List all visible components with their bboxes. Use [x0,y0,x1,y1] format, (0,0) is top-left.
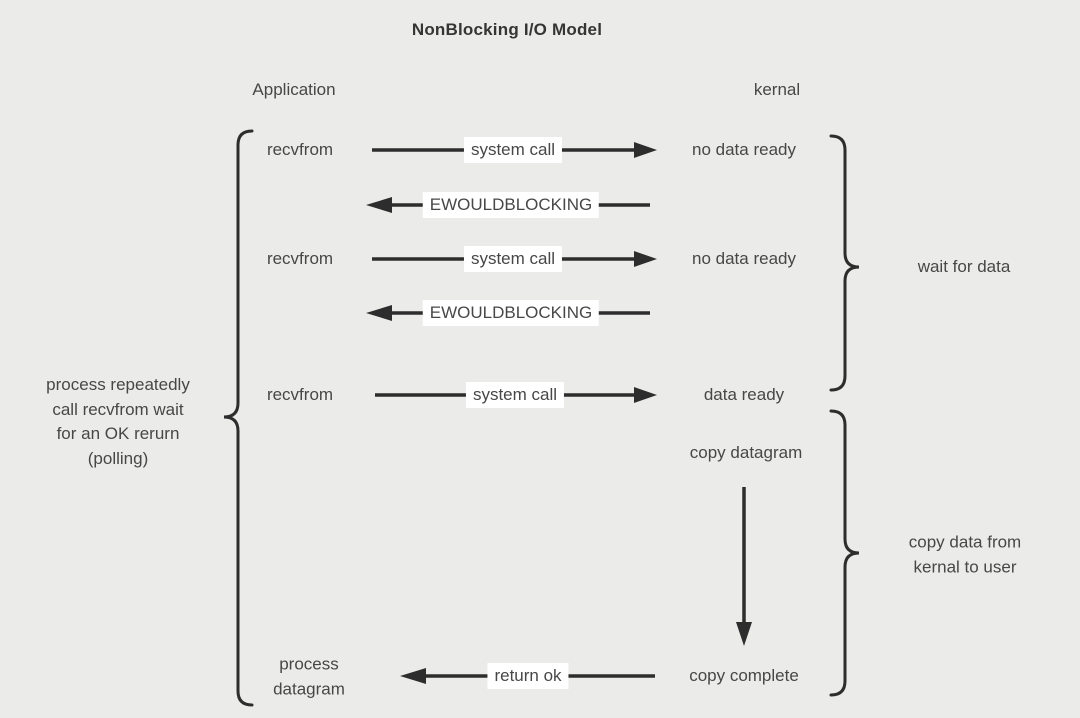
system-call-label-3: system call [465,382,565,408]
left-brace [223,129,254,707]
right-brace-wait [829,134,860,392]
right-brace-copy [829,409,860,697]
process-datagram-line1: process [279,654,339,674]
polling-note: process repeatedly call recvfrom wait fo… [46,373,190,471]
system-call-label-2: system call [463,246,563,272]
polling-note-line1: process repeatedly [46,375,190,394]
polling-note-line2: call recvfrom wait [52,399,184,419]
recvfrom-label-2: recvfrom [266,249,334,268]
ewouldblocking-label-1: EWOULDBLOCKING [422,192,600,218]
copy-data-note-line1: copy data from [908,532,1022,552]
ewouldblocking-label-2: EWOULDBLOCKING [422,300,600,326]
copy-data-note: copy data from kernal to user [909,531,1021,580]
wait-for-data-note: wait for data [917,257,1011,276]
copy-datagram-label: copy datagram [689,443,803,462]
process-datagram-label: process datagram [273,653,345,702]
page-title: NonBlocking I/O Model [411,20,603,39]
polling-note-line4: (polling) [87,448,149,468]
process-datagram-line2: datagram [273,679,345,698]
copy-data-note-line2: kernal to user [913,557,1017,576]
polling-note-line3: for an OK rerurn [56,424,180,443]
column-header-kernel: kernal [753,80,801,99]
arrow-copy-datagram [736,487,752,646]
recvfrom-label-3: recvfrom [266,385,334,404]
no-data-ready-label-2: no data ready [692,249,796,268]
copy-complete-label: copy complete [689,666,799,685]
data-ready-label: data ready [703,385,785,404]
recvfrom-label-1: recvfrom [266,140,334,159]
column-header-application: Application [252,80,336,99]
return-ok-label: return ok [487,663,569,689]
system-call-label-1: system call [463,137,563,163]
no-data-ready-label-1: no data ready [692,140,796,159]
